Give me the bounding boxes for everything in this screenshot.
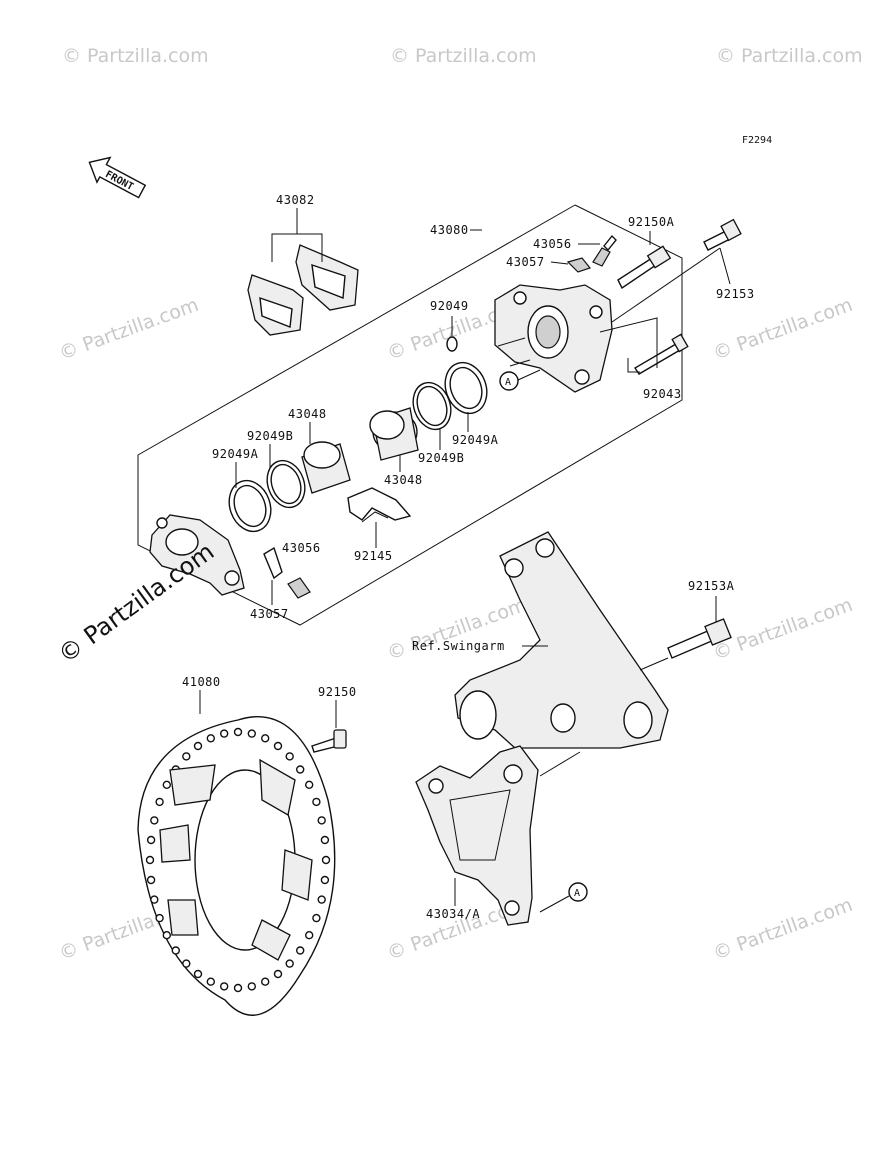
disc-vent-hole bbox=[320, 835, 330, 845]
disc-vent-hole bbox=[247, 982, 257, 991]
part-label-43056-top: 43056 bbox=[533, 237, 572, 251]
disc-vent-hole bbox=[305, 780, 314, 789]
caliper-assembly-outline bbox=[137, 204, 683, 626]
part-label-43048-top: 43048 bbox=[288, 407, 327, 421]
figure-code: F2294 bbox=[742, 135, 772, 146]
disc-vent-hole bbox=[261, 734, 270, 743]
disc-vent-hole bbox=[206, 977, 216, 986]
disc-vent-hole bbox=[155, 797, 164, 807]
bleeder-valve-bottom bbox=[263, 546, 311, 599]
disc-vent-hole bbox=[273, 969, 283, 979]
disc-vent-hole bbox=[182, 752, 191, 761]
part-label-92150a: 92150A bbox=[628, 215, 675, 229]
disc-vent-hole bbox=[305, 931, 314, 940]
watermark-text: © Partzilla.com bbox=[716, 45, 863, 67]
pin-92043 bbox=[634, 333, 689, 375]
caliper-body-top bbox=[494, 284, 613, 393]
swingarm bbox=[454, 531, 669, 749]
part-label-92049: 92049 bbox=[430, 299, 469, 313]
watermark-text: © Partzilla.com bbox=[62, 45, 209, 67]
caliper-body-bottom bbox=[149, 514, 245, 596]
pad-spring-92145 bbox=[347, 487, 412, 523]
bolt-92150 bbox=[311, 729, 347, 753]
disc-vent-hole bbox=[219, 729, 229, 738]
watermark-text: © Partzilla.com bbox=[384, 594, 529, 665]
brand-watermark: © Partzilla.com bbox=[53, 537, 219, 669]
disc-vent-hole bbox=[285, 752, 294, 761]
o-ring-92049 bbox=[446, 336, 458, 352]
disc-vent-hole bbox=[146, 835, 156, 845]
disc-vent-hole bbox=[321, 855, 331, 865]
disc-vent-hole bbox=[317, 895, 326, 904]
part-label-41080: 41080 bbox=[182, 675, 221, 689]
piston-seals-right bbox=[412, 361, 488, 431]
part-label-92043: 92043 bbox=[643, 387, 682, 401]
part-label-43057-bot: 43057 bbox=[250, 607, 289, 621]
part-label-92153a: 92153A bbox=[688, 579, 735, 593]
front-arrow-icon: FRONT bbox=[88, 156, 147, 199]
part-label-43057-top: 43057 bbox=[506, 255, 545, 269]
part-label-92145: 92145 bbox=[354, 549, 393, 563]
bolt-92150a bbox=[617, 245, 672, 290]
disc-vent-holes bbox=[145, 727, 331, 993]
disc-vent-hole bbox=[296, 946, 305, 955]
brake-disc bbox=[137, 715, 336, 1016]
bleeder-valve-top bbox=[592, 234, 617, 267]
disc-vent-hole bbox=[273, 741, 283, 751]
watermark-text: © Partzilla.com bbox=[710, 594, 855, 665]
part-label-43082: 43082 bbox=[276, 193, 315, 207]
ref-swingarm-label: Ref.Swingarm bbox=[412, 639, 505, 653]
disc-vent-hole bbox=[312, 797, 321, 807]
part-label-92049b-right: 92049B bbox=[418, 451, 464, 465]
disc-vent-hole bbox=[155, 913, 164, 923]
part-label-92049b-left: 92049B bbox=[247, 429, 293, 443]
disc-vent-hole bbox=[146, 875, 156, 885]
callout-a-bottom bbox=[568, 882, 588, 902]
disc-vent-hole bbox=[150, 816, 159, 825]
disc-vent-hole bbox=[193, 969, 203, 979]
callout-a-top bbox=[499, 371, 519, 391]
part-label-43056-bot: 43056 bbox=[282, 541, 321, 555]
disc-vent-hole bbox=[150, 895, 159, 904]
disc-vent-hole bbox=[182, 959, 191, 968]
disc-vent-hole bbox=[162, 931, 172, 940]
disc-vent-hole bbox=[171, 946, 181, 955]
piston-seals-left bbox=[228, 459, 306, 533]
part-label-43048-mid: 43048 bbox=[384, 473, 423, 487]
callout-a-label: A bbox=[574, 888, 580, 899]
part-label-43080: 43080 bbox=[430, 223, 469, 237]
disc-vent-hole bbox=[317, 816, 326, 825]
disc-vent-hole bbox=[233, 983, 243, 993]
disc-vent-hole bbox=[247, 729, 257, 738]
part-label-92049a-right: 92049A bbox=[452, 433, 499, 447]
part-label-43034a: 43034/A bbox=[426, 907, 480, 921]
disc-vent-hole bbox=[312, 913, 321, 923]
disc-vent-hole bbox=[261, 977, 270, 986]
watermark-text: © Partzilla.com bbox=[56, 294, 201, 365]
disc-vent-hole bbox=[145, 855, 155, 865]
brake-pads bbox=[247, 244, 359, 336]
part-label-92049a-left: 92049A bbox=[212, 447, 259, 461]
watermark-text: © Partzilla.com bbox=[710, 894, 855, 965]
piston-left bbox=[301, 441, 351, 494]
watermark-text: © Partzilla.com bbox=[390, 45, 537, 67]
disc-vent-hole bbox=[206, 734, 216, 743]
disc-vent-hole bbox=[233, 727, 243, 737]
disc-vent-hole bbox=[193, 741, 203, 751]
part-label-92150: 92150 bbox=[318, 685, 357, 699]
callout-a-label: A bbox=[505, 377, 511, 388]
disc-vent-hole bbox=[320, 875, 330, 885]
caliper-bracket bbox=[415, 745, 539, 926]
bolt-92153a bbox=[667, 618, 732, 659]
bleeder-cap-top bbox=[566, 257, 592, 273]
part-label-92153: 92153 bbox=[716, 287, 755, 301]
watermark-text: © Partzilla.com bbox=[710, 294, 855, 365]
disc-vent-hole bbox=[219, 982, 229, 991]
bolt-92153 bbox=[703, 218, 742, 251]
piston-right bbox=[369, 407, 419, 461]
disc-vent-hole bbox=[285, 959, 294, 968]
disc-vent-hole bbox=[162, 780, 172, 789]
disc-vent-hole bbox=[296, 765, 305, 774]
